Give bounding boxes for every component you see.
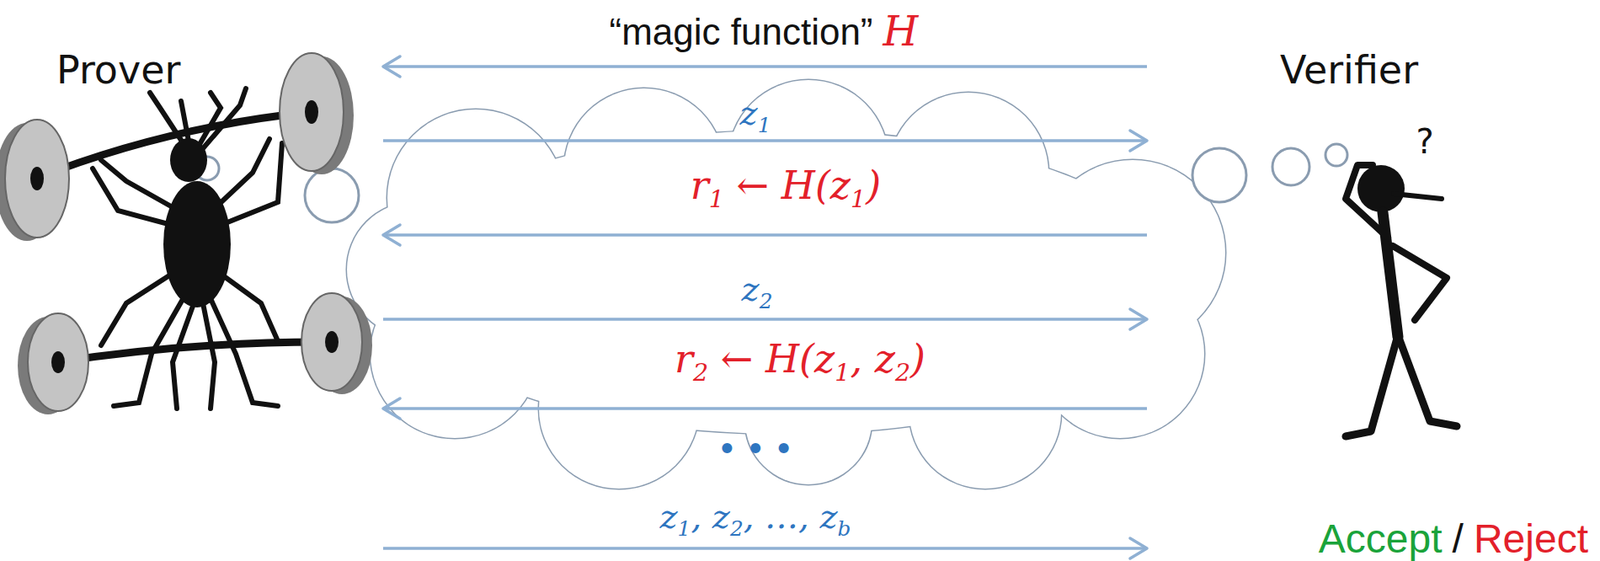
- message-label: z1, z2, …, zb: [660, 496, 852, 542]
- accept-text: Accept: [1318, 515, 1443, 561]
- subscript: 2: [895, 358, 911, 387]
- message-arrow: [383, 224, 1147, 246]
- message-label: “magic function”: [608, 10, 873, 55]
- prover-figure: [0, 53, 373, 415]
- arrow-head: [383, 56, 400, 77]
- subscript: b: [837, 516, 852, 541]
- subscript: 2: [730, 516, 744, 541]
- verifier-figure: [1345, 165, 1457, 437]
- subscript: 2: [759, 288, 774, 314]
- arrow-line: [383, 546, 1147, 550]
- question-mark: ?: [1415, 121, 1434, 162]
- arrow-head: [1130, 309, 1147, 330]
- verifier-node: Verifier: [1146, 43, 1590, 482]
- message-arrow: [383, 56, 1147, 77]
- subscript: 2: [693, 358, 709, 387]
- subscript: 1: [677, 516, 692, 541]
- arrow-line: [383, 406, 1147, 411]
- arrow-head: [383, 224, 400, 246]
- separator-slash: /: [1452, 515, 1464, 561]
- reject-text: Reject: [1473, 515, 1589, 561]
- arrow-line: [383, 317, 1147, 321]
- subscript: 1: [850, 185, 866, 214]
- message-arrow: [383, 398, 1147, 419]
- arrow-line: [383, 233, 1147, 237]
- arrow-head: [383, 398, 400, 419]
- message-label: r1 ← H(z1): [690, 162, 881, 214]
- arrow-line: [383, 64, 1147, 69]
- role-label: Prover: [56, 47, 181, 93]
- message-label: z2: [741, 268, 774, 315]
- thought-cloud: [195, 80, 1348, 489]
- ellipsis-dots: • • •: [718, 432, 794, 467]
- message-arrow: [383, 538, 1147, 559]
- verdict-line: Accept/Reject: [1318, 515, 1589, 561]
- role-label: Verifier: [1280, 47, 1419, 93]
- prover-node: Prover: [8, 43, 384, 516]
- arrow-line: [383, 138, 1147, 143]
- subscript: 1: [757, 112, 772, 138]
- arrow-head: [1130, 130, 1147, 151]
- subscript: 1: [834, 358, 850, 387]
- message-label: r2 ← H(z1, z2): [674, 336, 926, 388]
- function-symbol: H: [883, 7, 919, 57]
- arrow-head: [1130, 538, 1147, 559]
- message-label: z1: [740, 92, 772, 139]
- subscript: 1: [709, 185, 725, 214]
